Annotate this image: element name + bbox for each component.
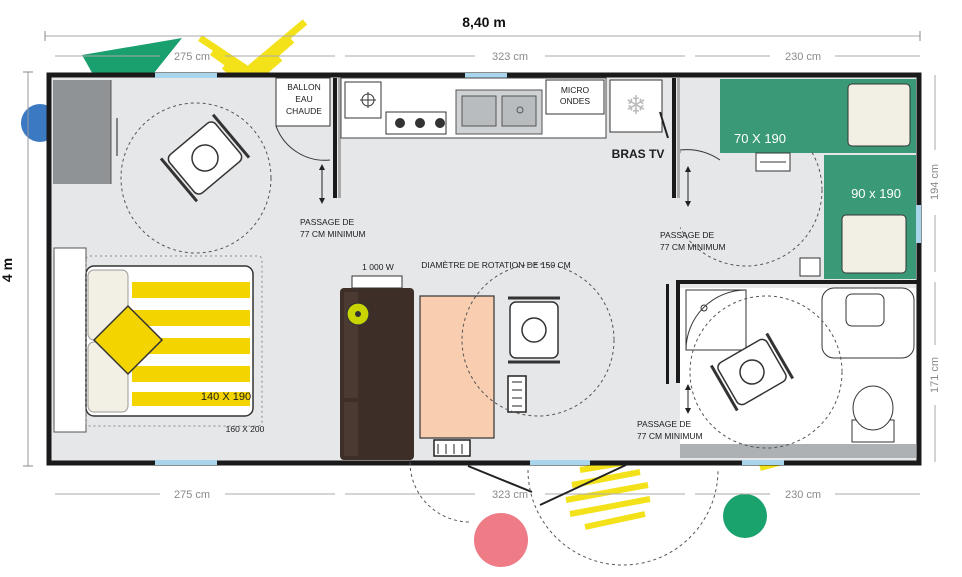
nightstand-bottom [799, 257, 821, 277]
single-bed-70: 70 X 190 [720, 79, 916, 153]
bed-160-label: 160 X 200 [226, 424, 265, 434]
bed-70-label: 70 X 190 [734, 131, 786, 146]
chair-bottom [433, 439, 471, 457]
turning-circle-bathroom [689, 295, 843, 449]
left-dimension: 4 m [0, 71, 33, 467]
dim-bottom-left: 275 cm [174, 489, 210, 501]
microwave-label-2: ONDES [560, 96, 591, 106]
wheelchair-icon-bedroom [159, 113, 251, 203]
bed-90-label: 90 x 190 [851, 186, 901, 201]
bathroom-wall-top [676, 280, 919, 284]
passage-bath-line1: PASSAGE DE [637, 419, 691, 429]
sink [821, 287, 915, 359]
heater: 1 000 W [351, 262, 403, 289]
water-heater-label-1: BALLON [287, 82, 321, 92]
windows [155, 73, 921, 465]
passage-left-line1: PASSAGE DE [300, 217, 354, 227]
shower [685, 289, 747, 351]
dim-top-mid: 323 cm [492, 51, 528, 63]
water-heater-label-3: CHAUDE [286, 106, 322, 116]
wheelchair-icon-living [508, 296, 560, 364]
rotation-label: DIAMÈTRE DE ROTATION DE 150 CM [421, 260, 570, 270]
top-dimensions: 8,40 m 275 cm 323 cm 230 cm [44, 14, 921, 63]
passage-bath-line2: 77 CM MINIMUM [637, 431, 703, 441]
tv-arm [659, 111, 669, 139]
single-bed-90: 90 x 190 [824, 155, 916, 279]
fridge: ❄ [609, 79, 663, 133]
total-height-label: 4 m [0, 258, 15, 282]
turning-circle-kids [680, 150, 823, 267]
decor-pink-dot [474, 513, 528, 567]
tv-arm-label: BRAS TV [612, 147, 665, 161]
passage-left-line2: 77 CM MINIMUM [300, 229, 366, 239]
decor-green-triangle [82, 38, 182, 78]
partition-left [333, 78, 337, 198]
double-bed: 140 X 190 160 X 200 [53, 247, 265, 434]
chair-right [507, 375, 527, 413]
microwave-label-1: MICRO [561, 85, 590, 95]
bottom-dimensions: 275 cm 323 cm 230 cm [55, 489, 920, 501]
dim-top-right: 230 cm [785, 51, 821, 63]
lamp [346, 302, 370, 326]
dim-bottom-mid: 323 cm [492, 489, 528, 501]
passage-mid-line1: PASSAGE DE [660, 230, 714, 240]
toilet [851, 385, 895, 443]
right-dimensions: 194 cm 171 cm [929, 75, 941, 462]
snowflake-icon: ❄ [625, 91, 647, 121]
decor-green-dot [723, 494, 767, 538]
wardrobe [53, 80, 111, 184]
dim-bottom-right: 230 cm [785, 489, 821, 501]
turning-circle-bedroom [120, 102, 272, 254]
passage-mid-line2: 77 CM MINIMUM [660, 242, 726, 252]
bathroom-wall-left [676, 280, 680, 383]
bed-140-label: 140 X 190 [201, 391, 251, 403]
total-width-label: 8,40 m [462, 14, 506, 30]
entrance-door [409, 461, 719, 566]
heater-label: 1 000 W [362, 262, 394, 272]
water-heater-label-2: EAU [295, 94, 312, 104]
dining-table [419, 295, 495, 439]
turning-circle-living [461, 263, 615, 417]
dim-right-bottom: 171 cm [929, 357, 941, 393]
partition-right [672, 78, 676, 198]
dim-top-left: 275 cm [174, 51, 210, 63]
dim-right-top: 194 cm [929, 164, 941, 200]
kitchen-counter: MICRO ONDES [340, 77, 607, 139]
water-heater: BALLON EAU CHAUDE [275, 77, 331, 161]
wheelchair-icon-bathroom [709, 332, 795, 412]
